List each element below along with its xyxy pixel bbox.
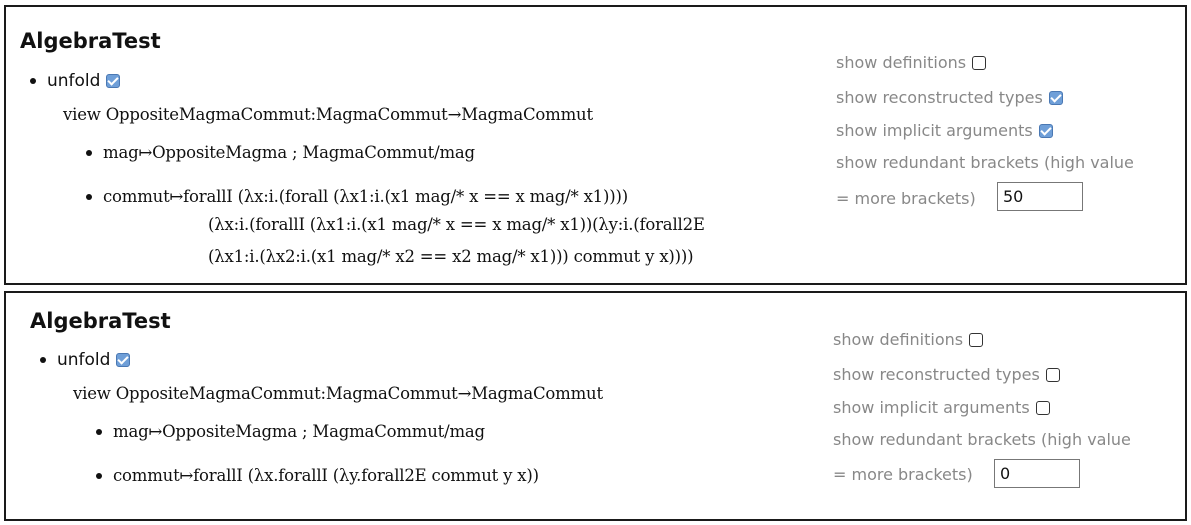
assignment-mag-text: mag↦OppositeMagma ; MagmaCommut/mag <box>113 422 485 441</box>
option-show-implicit-arguments-label: show implicit arguments <box>836 121 1033 140</box>
option-show-definitions-label: show definitions <box>836 53 967 72</box>
option-show-implicit-arguments-label: show implicit arguments <box>833 398 1030 417</box>
view-declaration: view OppositeMagmaCommut:MagmaCommut→Mag… <box>73 384 603 403</box>
option-show-reconstructed-types-label: show reconstructed types <box>833 365 1040 384</box>
bullet-dot <box>86 149 92 156</box>
option-show-definitions-label: show definitions <box>833 330 964 349</box>
unfold-item: unfold <box>30 71 121 91</box>
bullet-dot <box>86 193 92 200</box>
assignment-commut-text: commut↦forallI (λx.forallI (λy.forall2E … <box>113 466 539 485</box>
unfold-checkbox[interactable] <box>106 74 121 88</box>
view-declaration: view OppositeMagmaCommut:MagmaCommut→Mag… <box>63 105 593 124</box>
option-redundant-brackets-label-2: = more brackets) <box>836 189 976 208</box>
option-show-reconstructed-types: show reconstructed types <box>833 365 1060 384</box>
show-reconstructed-types-checkbox[interactable] <box>1045 367 1060 382</box>
option-show-reconstructed-types-label: show reconstructed types <box>836 88 1043 107</box>
show-definitions-checkbox[interactable] <box>972 55 987 70</box>
unfold-item: unfold <box>40 350 131 370</box>
assignment-commut: commut↦forallI (λx.forallI (λy.forall2E … <box>96 466 539 485</box>
unfold-checkbox[interactable] <box>116 353 131 367</box>
show-implicit-arguments-checkbox[interactable] <box>1035 400 1050 415</box>
option-show-definitions: show definitions <box>836 53 987 72</box>
option-show-reconstructed-types: show reconstructed types <box>836 88 1063 107</box>
show-definitions-checkbox[interactable] <box>969 332 984 347</box>
assignment-mag: mag↦OppositeMagma ; MagmaCommut/mag <box>86 143 475 162</box>
theory-panel-compact: AlgebraTest unfold view OppositeMagmaCom… <box>4 291 1187 521</box>
assignment-mag-text: mag↦OppositeMagma ; MagmaCommut/mag <box>103 143 475 162</box>
option-show-implicit-arguments: show implicit arguments <box>833 398 1050 417</box>
redundant-brackets-input[interactable]: 50 <box>997 182 1083 211</box>
unfold-label: unfold <box>47 71 101 91</box>
assignment-commut-continuation-2: (λx1:i.(λx2:i.(x1 mag/* x2 == x2 mag/* x… <box>208 247 694 266</box>
assignment-commut-continuation-1: (λx:i.(forallI (λx1:i.(x1 mag/* x == x m… <box>208 215 705 234</box>
option-redundant-brackets-label-2: = more brackets) <box>833 465 973 484</box>
show-reconstructed-types-checkbox[interactable] <box>1048 90 1063 105</box>
option-redundant-brackets-label-1: show redundant brackets (high value <box>833 430 1131 449</box>
bullet-dot <box>40 357 46 363</box>
option-show-definitions: show definitions <box>833 330 984 349</box>
assignment-mag: mag↦OppositeMagma ; MagmaCommut/mag <box>96 422 485 441</box>
bullet-dot <box>96 428 102 435</box>
bullet-dot <box>30 78 36 84</box>
option-show-implicit-arguments: show implicit arguments <box>836 121 1053 140</box>
theory-panel-verbose: AlgebraTest unfold view OppositeMagmaCom… <box>4 5 1187 285</box>
theory-title: AlgebraTest <box>20 29 161 53</box>
assignment-commut: commut↦forallI (λx:i.(forall (λx1:i.(x1 … <box>86 187 628 206</box>
bullet-dot <box>96 472 102 479</box>
assignment-commut-text: commut↦forallI (λx:i.(forall (λx1:i.(x1 … <box>103 187 628 206</box>
unfold-label: unfold <box>57 350 111 370</box>
redundant-brackets-input[interactable]: 0 <box>994 459 1080 488</box>
option-redundant-brackets-label-1: show redundant brackets (high value <box>836 153 1134 172</box>
theory-title: AlgebraTest <box>30 309 171 333</box>
show-implicit-arguments-checkbox[interactable] <box>1038 123 1053 138</box>
